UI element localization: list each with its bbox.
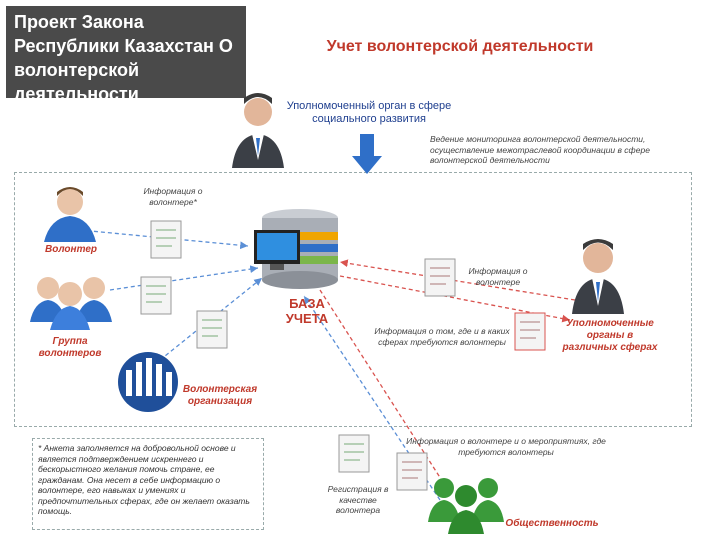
database-server-icon — [254, 209, 338, 289]
flow-group-to-db — [109, 265, 259, 291]
volunteer-label: Волонтер — [45, 244, 97, 255]
authorized-bodies-label: Уполномоченные органы в различных сферах — [562, 318, 658, 353]
law-title: Проект Закона Республики Казахстан О вол… — [6, 6, 246, 104]
flow-label-info-events: Информация о волонтере и о мероприятиях,… — [406, 436, 606, 457]
authority-duty: Ведение мониторинга волонтерской деятель… — [430, 134, 650, 165]
authority-label: Уполномоченный орган в сфере социального… — [286, 100, 452, 125]
authority-person-icon — [232, 93, 284, 168]
volunteer-group-label: Группа волонтеров — [38, 336, 102, 359]
document-icon — [150, 220, 182, 259]
document-icon — [338, 434, 370, 473]
volunteer-org-label: Волонтерская организация — [182, 384, 258, 407]
database-label: БАЗА УЧЕТА — [285, 296, 329, 326]
flow-label-registration: Регистрация в качестве волонтера — [327, 484, 389, 515]
public-label: Общественность — [505, 518, 599, 529]
authorized-body-person-icon — [572, 239, 624, 314]
flow-public-to-db — [303, 295, 441, 501]
down-arrow-icon — [352, 134, 382, 174]
document-icon — [140, 276, 172, 315]
volunteer-group-icon — [30, 277, 112, 330]
document-icon — [514, 312, 546, 351]
footnote: * Анкета заполняется на добровольной осн… — [32, 438, 264, 530]
flow-label-info-volunteer-star: Информация о волонтере* — [143, 186, 203, 207]
document-icon — [196, 310, 228, 349]
flow-label-info-spheres: Информация о том, где и в каких сферах т… — [374, 326, 510, 347]
volunteer-org-logo-icon — [118, 352, 178, 412]
volunteer-icon — [44, 187, 96, 242]
public-group-icon — [428, 478, 504, 534]
flow-db-to-bodies — [339, 259, 576, 301]
document-icon — [424, 258, 456, 297]
document-icon — [396, 452, 428, 491]
flow-label-info-volunteer: Информация о волонтере — [468, 266, 528, 287]
database-frame — [14, 172, 692, 427]
main-title: Учет волонтерской деятельности — [326, 38, 594, 55]
